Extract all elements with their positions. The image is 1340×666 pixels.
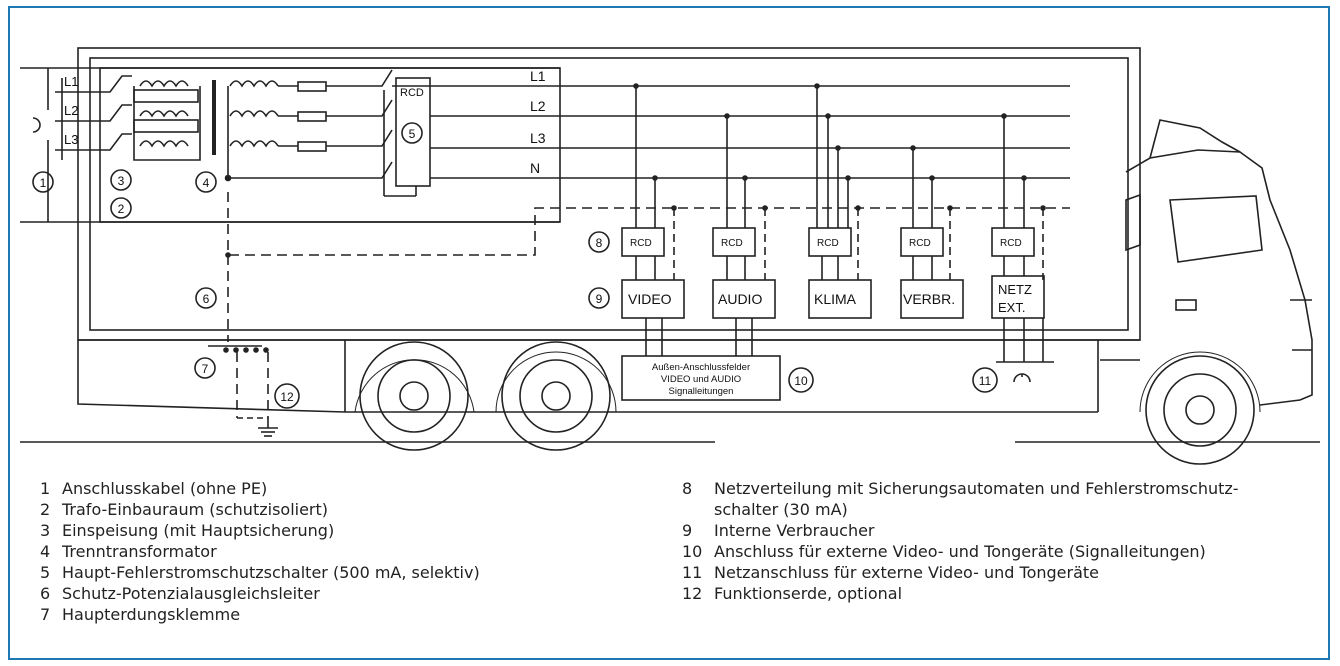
terminal-l2: L2 [64,103,78,118]
terminal-l3: L3 [64,132,78,147]
figure-frame [8,6,1330,660]
legend-number: 11 [682,563,703,582]
legend-number: 9 [682,521,693,540]
marker-1: 1 [40,176,47,190]
legend-item: 9 Interne Verbraucher [682,520,1322,541]
legend-text: Trafo-Einbauraum (schutzisoliert) [62,500,329,519]
legend-item: 10 Anschluss für externe Video- und Tonge… [682,541,1322,562]
earthing [208,255,278,437]
bus-bars [227,85,1070,256]
legend-text: Netzverteilung mit Sicherungsautomaten u… [714,479,1239,498]
marker-12: 12 [280,390,294,404]
marker-6: 6 [203,292,210,306]
legend-item: 6 Schutz-Potenzialausgleichsleiter [40,583,600,604]
rear-wheels [354,341,617,451]
legend-text: Einspeisung (mit Hauptsicherung) [62,521,335,540]
legend-text: Schutz-Potenzialausgleichsleiter [62,584,320,603]
legend-text: schalter (30 mA) [714,500,848,519]
legend-number: 8 [682,479,693,498]
legend-text: Haupt-Fehlerstromschutzschalter (500 mA,… [62,563,480,582]
legend-number: 2 [40,500,51,519]
legend-item: 4 Trenntransformator [40,541,600,562]
marker-8: 8 [596,236,603,250]
label-l2: L2 [530,98,546,114]
legend-text: Anschluss für externe Video- und Tongerä… [714,542,1206,561]
marker-5: 5 [409,127,416,141]
legend-number: 1 [40,479,51,498]
trafo-installation-space [99,67,561,223]
legend-number: 10 [682,542,703,561]
outer-panel-line3: Signalleitungen [669,386,734,397]
netz-ext-line2: EXT. [998,300,1025,315]
legend-text: Anschlusskabel (ohne PE) [62,479,268,498]
legend-text: Haupterdungsklemme [62,605,241,624]
main-rcd-label: RCD [400,87,424,99]
legend-item: 12 Funktionserde, optional [682,583,1322,604]
marker-3: 3 [118,174,125,188]
consumer-klima: KLIMA [814,291,857,307]
marker-9: 9 [596,292,603,306]
netz-ext-line1: NETZ [998,282,1032,297]
legend-right: 8 Netzverteilung mit Sicherungsautomaten … [682,478,1322,604]
label-l3: L3 [530,130,546,146]
legend-item: 3 Einspeisung (mit Hauptsicherung) [40,520,600,541]
consumer-audio: AUDIO [718,291,762,307]
marker-circles [32,122,998,409]
legend-text: Netzanschluss für externe Video- und Ton… [714,563,1099,582]
marker-11: 11 [979,374,992,388]
legend-item: 11 Netzanschluss für externe Video- und T… [682,562,1322,583]
rcd-label-video: RCD [630,238,652,249]
legend-left: 1 Anschlusskabel (ohne PE) 2 Trafo-Einbaur… [40,478,600,625]
truck-cab [1100,119,1313,465]
legend-item: 7 Haupterdungsklemme [40,604,600,625]
main-rcd [370,69,431,197]
legend-text: Trenntransformator [62,542,217,561]
consumer-feeds [225,83,1054,401]
cable-entry [20,67,560,223]
legend-number: 7 [40,605,51,624]
legend-text: Funktionserde, optional [714,584,903,603]
consumer-video: VIDEO [628,291,672,307]
marker-10: 10 [794,374,808,388]
legend-item: 5 Haupt-Fehlerstromschutzschalter (500 mA… [40,562,600,583]
legend-item: 1 Anschlusskabel (ohne PE) [40,478,600,499]
rcd-label-verbr: RCD [909,238,931,249]
outer-panel-line2: VIDEO und AUDIO [661,374,741,385]
legend-number: 3 [40,521,51,540]
legend-number: 5 [40,563,51,582]
terminal-l1: L1 [64,74,78,89]
legend-number: 4 [40,542,51,561]
main-fuses [92,75,201,161]
marker-7: 7 [202,362,209,376]
outer-panel-line1: Außen-Anschlussfelder [652,362,750,373]
label-n: N [530,160,540,176]
legend-item: 2 Trafo-Einbauraum (schutzisoliert) [40,499,600,520]
rcd-label-netz: RCD [1000,238,1022,249]
legend-text: Interne Verbraucher [714,521,875,540]
legend-number: 6 [40,584,51,603]
isolation-transformer [139,80,370,182]
label-l1: L1 [530,68,546,84]
legend-number [682,499,714,520]
rcd-label-audio: RCD [721,238,743,249]
legend-item: schalter (30 mA) [682,499,1322,520]
trailer-body [77,47,1141,413]
legend-number: 12 [682,584,703,603]
marker-2: 2 [118,202,125,216]
marker-4: 4 [203,176,210,190]
legend-item: 8 Netzverteilung mit Sicherungsautomaten … [682,478,1322,499]
rcd-label-klima: RCD [817,238,839,249]
consumer-verbr: VERBR. [903,291,955,307]
